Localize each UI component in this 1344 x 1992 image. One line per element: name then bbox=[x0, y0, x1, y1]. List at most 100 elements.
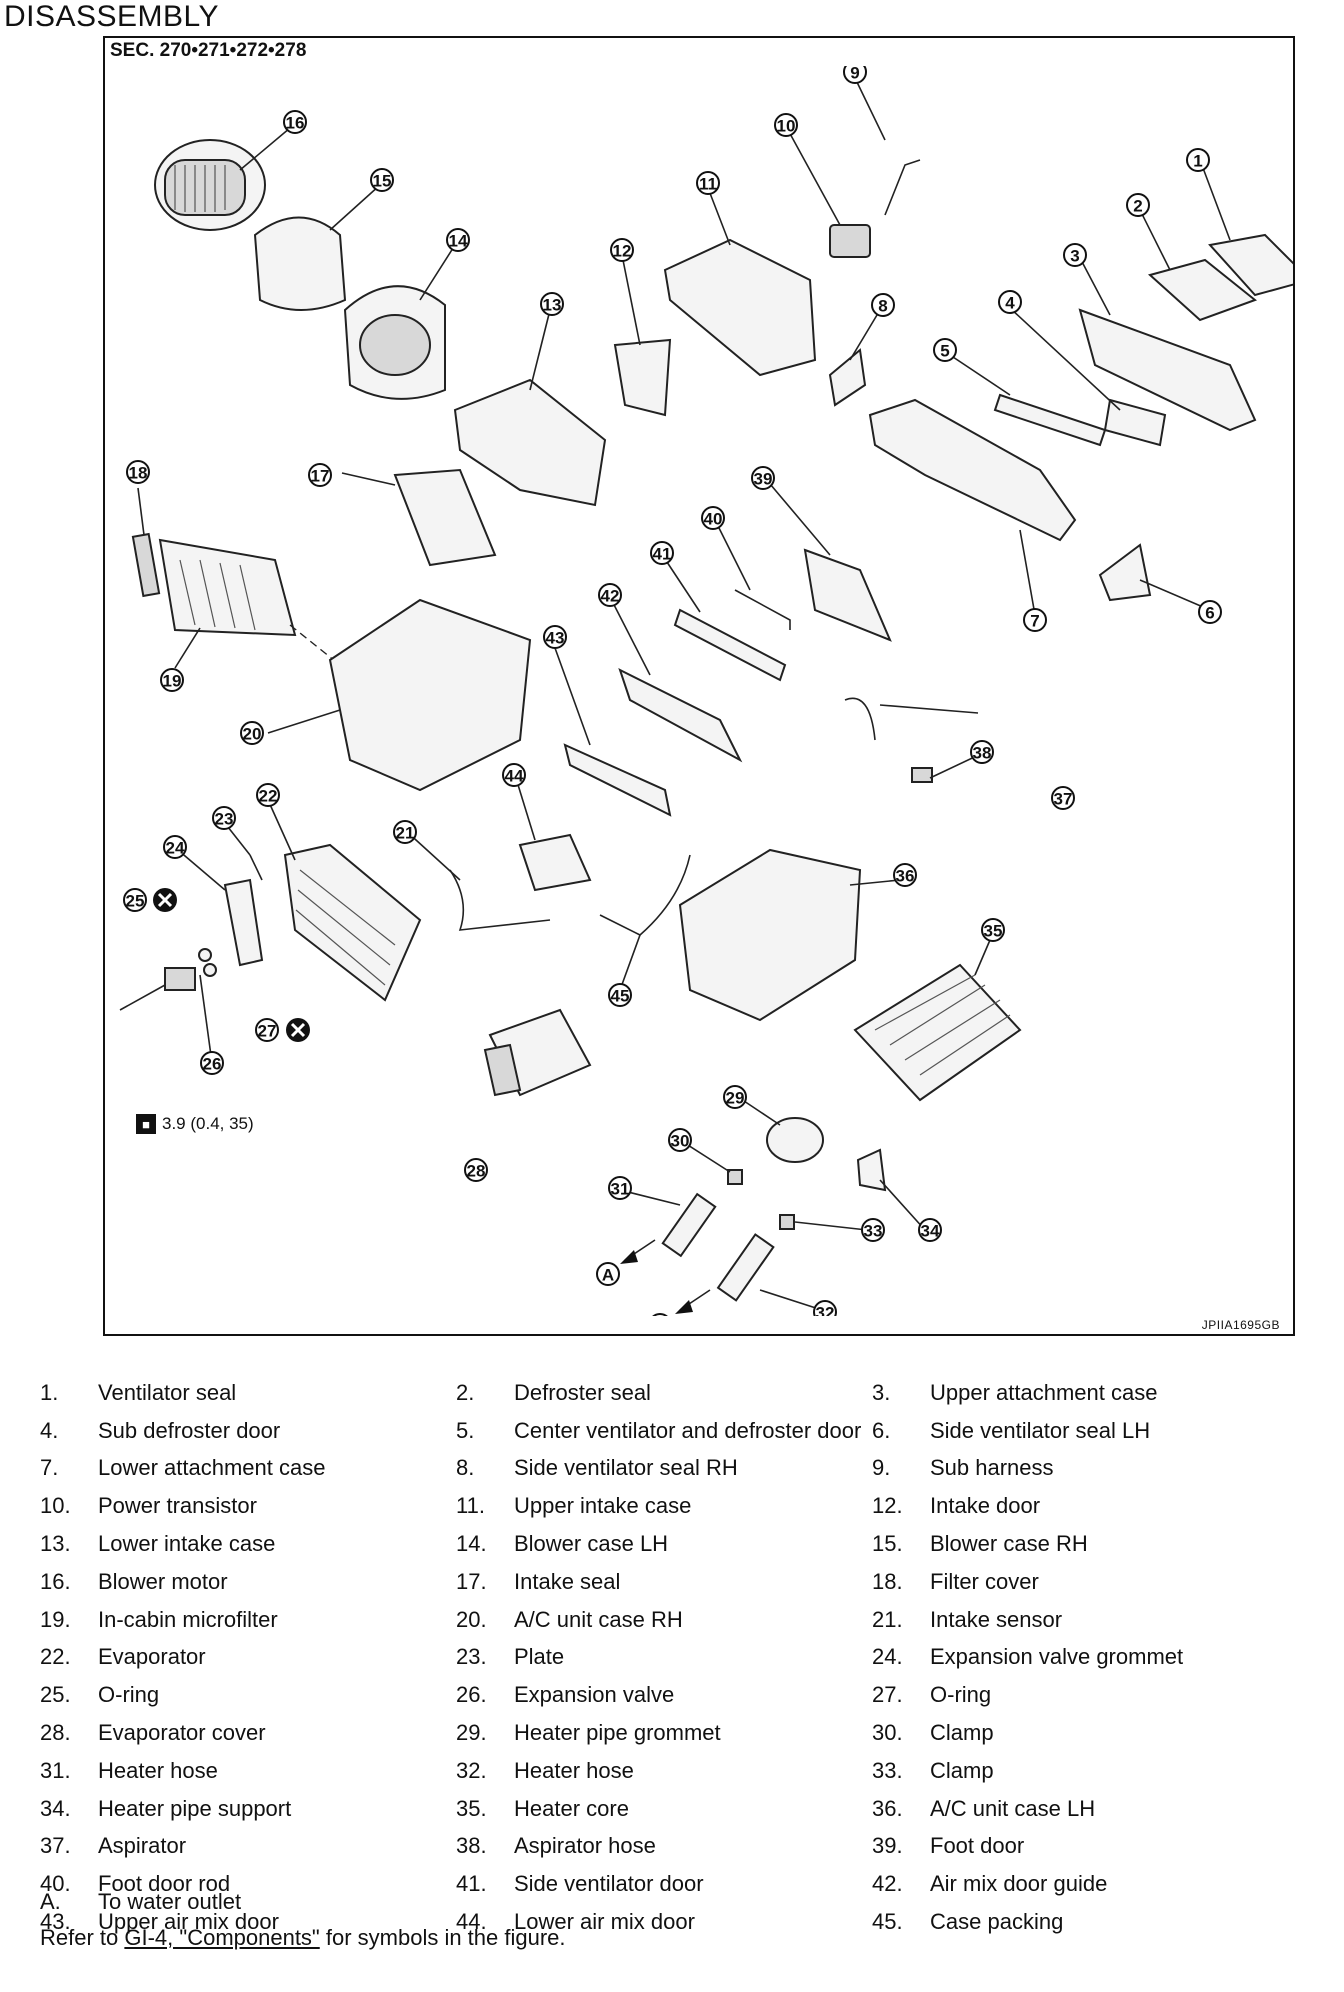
svg-text:6: 6 bbox=[1205, 604, 1214, 623]
callout-1: 1 bbox=[1186, 148, 1210, 172]
legend-item-name: A/C unit case RH bbox=[514, 1606, 683, 1632]
svg-text:45: 45 bbox=[611, 987, 630, 1006]
svg-text:40: 40 bbox=[704, 510, 723, 529]
legend-item: 15.Blower case RH bbox=[872, 1531, 1310, 1557]
legend-item-name: Lower attachment case bbox=[98, 1455, 326, 1481]
svg-text:36: 36 bbox=[896, 867, 915, 886]
legend-item-number: 40. bbox=[40, 1871, 71, 1897]
legend-item-name: Heater core bbox=[514, 1795, 629, 1821]
legend-item-number: 36. bbox=[872, 1795, 903, 1821]
ventilator-seal-part bbox=[1208, 233, 1293, 297]
legend-item: 22.Evaporator bbox=[40, 1644, 456, 1670]
do-not-reuse-icon-25 bbox=[153, 888, 177, 912]
svg-text:32: 32 bbox=[816, 1304, 835, 1317]
torque-value: 3.9 (0.4, 35) bbox=[162, 1114, 254, 1133]
legend-item: 8.Side ventilator seal RH bbox=[456, 1455, 872, 1481]
svg-text:12: 12 bbox=[613, 242, 632, 261]
legend-item-name: Clamp bbox=[930, 1720, 994, 1746]
svg-text:43: 43 bbox=[546, 629, 565, 648]
svg-text:39: 39 bbox=[754, 470, 773, 489]
svg-text:10: 10 bbox=[777, 117, 796, 136]
refer-note: Refer to GI-4, "Components" for symbols … bbox=[40, 1925, 566, 1951]
heater-hose-31-part bbox=[661, 1192, 717, 1258]
refer-suffix: for symbols in the figure. bbox=[319, 1925, 566, 1950]
callout-15: 15 bbox=[370, 168, 394, 192]
legend-item-number: 24. bbox=[872, 1644, 903, 1670]
callout-35: 35 bbox=[981, 918, 1005, 942]
legend-item-number: 26. bbox=[456, 1682, 487, 1708]
svg-text:14: 14 bbox=[449, 232, 468, 251]
svg-text:2: 2 bbox=[1133, 197, 1142, 216]
clamp-30-part bbox=[727, 1169, 743, 1185]
legend-item: 20. A/C unit case RH bbox=[456, 1607, 872, 1633]
svg-text:28: 28 bbox=[467, 1162, 486, 1181]
callout-37: 37 bbox=[1051, 786, 1075, 810]
callout-27: 27 bbox=[255, 1018, 279, 1042]
legend-item-number: 13. bbox=[40, 1531, 71, 1557]
svg-text:27: 27 bbox=[258, 1022, 277, 1041]
expansion-valve-grommet-part bbox=[223, 878, 264, 967]
legend-item-name: A/C unit case LH bbox=[930, 1795, 1096, 1821]
callout-9: 9 bbox=[843, 66, 867, 84]
legend-item-number: 4. bbox=[40, 1417, 59, 1443]
legend-item-name: Blower motor bbox=[98, 1568, 228, 1594]
legend-item-name: Side ventilator seal RH bbox=[514, 1455, 738, 1481]
callout-10: 10 bbox=[774, 113, 798, 137]
exploded-view-diagram: 16 15 14 13 12 11 10 9 8 4 5 3 2 1 6 7 1… bbox=[119, 66, 1293, 1317]
lower-intake-case-part bbox=[453, 378, 607, 507]
legend-item: 35.Heater core bbox=[456, 1796, 872, 1822]
legend-item: 42.Air mix door guide bbox=[872, 1871, 1310, 1897]
power-transistor-part bbox=[829, 224, 871, 258]
aspirator-hose-part bbox=[844, 697, 876, 741]
svg-text:9: 9 bbox=[850, 66, 859, 83]
legend-item-number: 25. bbox=[40, 1682, 71, 1708]
components-link[interactable]: GI-4, "Components" bbox=[124, 1925, 320, 1950]
callout-25: 25 bbox=[123, 888, 147, 912]
blower-case-rh-part bbox=[253, 216, 347, 311]
callout-4: 4 bbox=[998, 290, 1022, 314]
legend-item-number: 12. bbox=[872, 1493, 903, 1519]
callout-39: 39 bbox=[751, 466, 775, 490]
microfilter-part bbox=[158, 538, 297, 637]
legend-item-number: 18. bbox=[872, 1568, 903, 1594]
upper-air-mix-door-part bbox=[563, 743, 672, 817]
svg-text:21: 21 bbox=[396, 824, 415, 843]
note-a-label: A. bbox=[40, 1889, 61, 1914]
note-a-text: To water outlet bbox=[98, 1889, 242, 1914]
legend-item-name: Foot door bbox=[930, 1833, 1025, 1859]
intake-seal-part bbox=[393, 468, 497, 567]
legend-item-number: 20. bbox=[456, 1606, 487, 1632]
callout-23: 23 bbox=[212, 806, 236, 830]
legend-item: 18.Filter cover bbox=[872, 1569, 1310, 1595]
callout-29: 29 bbox=[723, 1085, 747, 1109]
defroster-seal-part bbox=[1147, 258, 1258, 322]
page-title: DISASSEMBLY bbox=[4, 0, 220, 33]
legend-item: 11.Upper intake case bbox=[456, 1493, 872, 1519]
heater-pipe-grommet-part bbox=[766, 1117, 824, 1163]
svg-text:22: 22 bbox=[259, 787, 278, 806]
svg-text:26: 26 bbox=[203, 1055, 222, 1074]
legend-item-number: 30. bbox=[872, 1720, 903, 1746]
air-mix-door-guide-part bbox=[618, 668, 743, 763]
legend-item: 23.Plate bbox=[456, 1644, 872, 1670]
legend-item: 24.Expansion valve grommet bbox=[872, 1644, 1310, 1670]
svg-text:35: 35 bbox=[984, 922, 1003, 941]
expansion-valve-part bbox=[164, 967, 196, 991]
o-ring-27-part bbox=[203, 963, 217, 977]
legend-item-number: 1. bbox=[40, 1379, 59, 1405]
callout-31: 31 bbox=[608, 1176, 632, 1200]
side-vent-door-part bbox=[673, 608, 787, 682]
callout-40: 40 bbox=[701, 506, 725, 530]
legend-item-name: O-ring bbox=[930, 1682, 992, 1708]
legend-item: 6.Side ventilator seal LH bbox=[872, 1418, 1310, 1444]
legend-item: 32.Heater hose bbox=[456, 1758, 872, 1784]
svg-text:31: 31 bbox=[611, 1180, 630, 1199]
intake-door-part bbox=[613, 338, 672, 417]
torque-spec: ■ 3.9 (0.4, 35) bbox=[136, 1114, 254, 1134]
